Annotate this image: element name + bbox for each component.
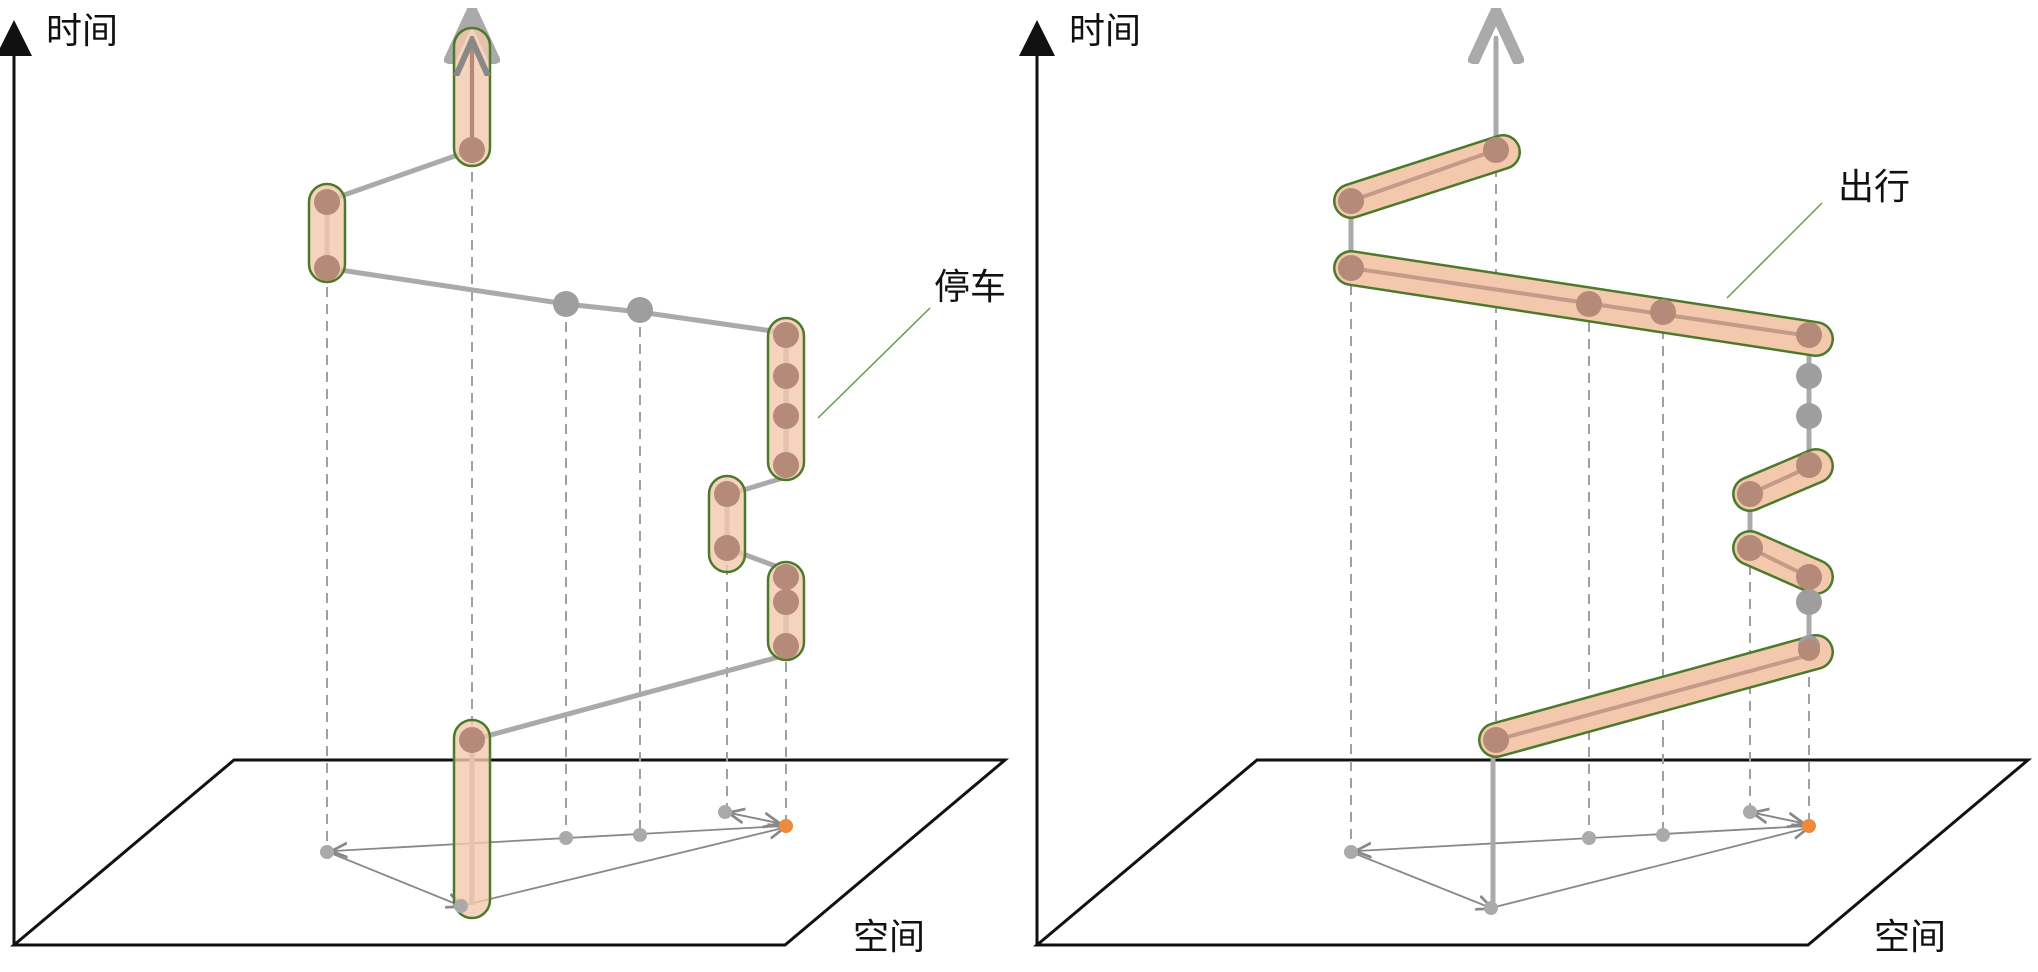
trajectory-points	[314, 137, 799, 913]
stay-4	[766, 316, 806, 482]
space-plane	[9, 758, 1010, 947]
left-time-axis-label: 时间	[46, 11, 119, 52]
annotation-leader	[1726, 202, 1823, 299]
drop-lines	[326, 155, 787, 852]
left-panel	[0, 26, 1010, 947]
right-annotation-label: 出行	[1838, 167, 1911, 208]
annotation-leader	[817, 307, 931, 419]
drop-lines	[1350, 150, 1810, 852]
stay-segments	[307, 26, 806, 920]
right-panel	[1019, 36, 2033, 947]
right-time-axis-label: 时间	[1069, 11, 1142, 52]
ground-trajectory	[1350, 812, 1807, 908]
left-annotation-label: 停车	[934, 267, 1007, 308]
stay-1	[452, 718, 492, 920]
space-plane	[1032, 758, 2033, 947]
ground-trajectory	[327, 812, 783, 906]
home-point	[779, 819, 793, 833]
right-space-axis-label: 空间	[1874, 917, 1947, 958]
left-space-axis-label: 空间	[853, 917, 926, 958]
move-segments	[1333, 134, 1834, 758]
spacetime-path	[324, 38, 789, 905]
home-point	[1802, 819, 1816, 833]
trajectory-points	[1338, 137, 1822, 915]
